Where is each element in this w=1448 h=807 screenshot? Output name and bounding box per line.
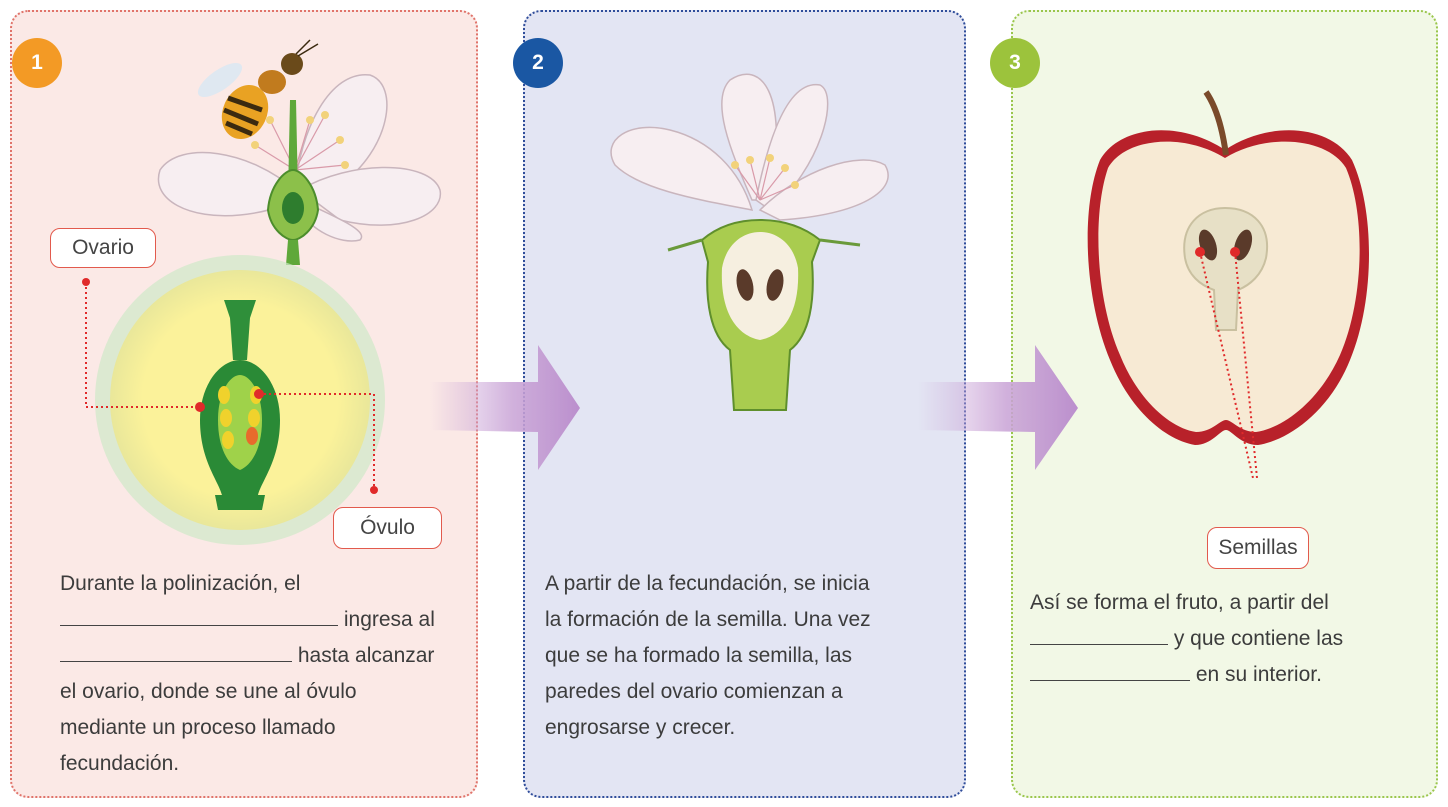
flower-with-bee-illustration	[157, 39, 441, 265]
seeds-pointer	[1199, 251, 1258, 479]
apple-half-illustration	[1087, 90, 1370, 445]
step-3-line-3: en su interior.	[1030, 657, 1430, 693]
step-2-line-1: A partir de la fecundación, se inicia	[545, 572, 870, 595]
ovary-pointer	[85, 282, 200, 408]
step-1-line-6: fecundación.	[60, 752, 180, 775]
arrow-step-2-to-3	[918, 345, 1078, 470]
blank-answer-3[interactable]	[1030, 624, 1168, 645]
step-2-line-3: que se ha formado la semilla, las	[545, 644, 852, 667]
blank-answer-4[interactable]	[1030, 660, 1190, 681]
step-1-badge: 1	[12, 38, 62, 88]
step-1-line-2: ingresa al	[60, 602, 470, 638]
step-3-badge: 3	[990, 38, 1040, 88]
step-3-line-3-text: en su interior.	[1195, 663, 1322, 686]
bee-icon	[197, 39, 319, 140]
step-2-line-5: engrosarse y crecer.	[545, 716, 736, 739]
step-1-line-1: Durante la polinización, el	[60, 572, 301, 595]
ovule-label: Óvulo	[333, 507, 442, 549]
step-3-text: Así se forma el fruto, a partir del y qu…	[1030, 585, 1430, 693]
ovary-label: Ovario	[50, 228, 156, 268]
step-2-badge: 2	[513, 38, 563, 88]
seeds-label: Semillas	[1207, 527, 1309, 569]
step-1-line-4: el ovario, donde se une al óvulo	[60, 680, 357, 703]
step-3-line-1: Así se forma el fruto, a partir del	[1030, 591, 1329, 614]
step-1-line-5: mediante un proceso llamado	[60, 716, 336, 739]
step-2-text: A partir de la fecundación, se inicia la…	[545, 566, 955, 746]
step-3-line-2-text: y que contiene las	[1173, 627, 1344, 650]
step-2-line-4: paredes del ovario comienzan a	[545, 680, 843, 703]
fertilized-flower-illustration	[610, 73, 889, 411]
arrow-step-1-to-2	[430, 345, 580, 470]
step-1-line-3: hasta alcanzar	[60, 638, 470, 674]
step-1-line-2-text: ingresa al	[343, 608, 435, 631]
blank-answer-2[interactable]	[60, 641, 292, 662]
step-2-line-2: la formación de la semilla. Una vez	[545, 608, 871, 631]
step-3-line-2: y que contiene las	[1030, 621, 1430, 657]
blank-answer-1[interactable]	[60, 605, 338, 626]
step-1-text: Durante la polinización, el ingresa al h…	[60, 566, 470, 782]
step-1-line-3-text: hasta alcanzar	[297, 644, 435, 667]
ovule-pointer	[259, 393, 375, 490]
